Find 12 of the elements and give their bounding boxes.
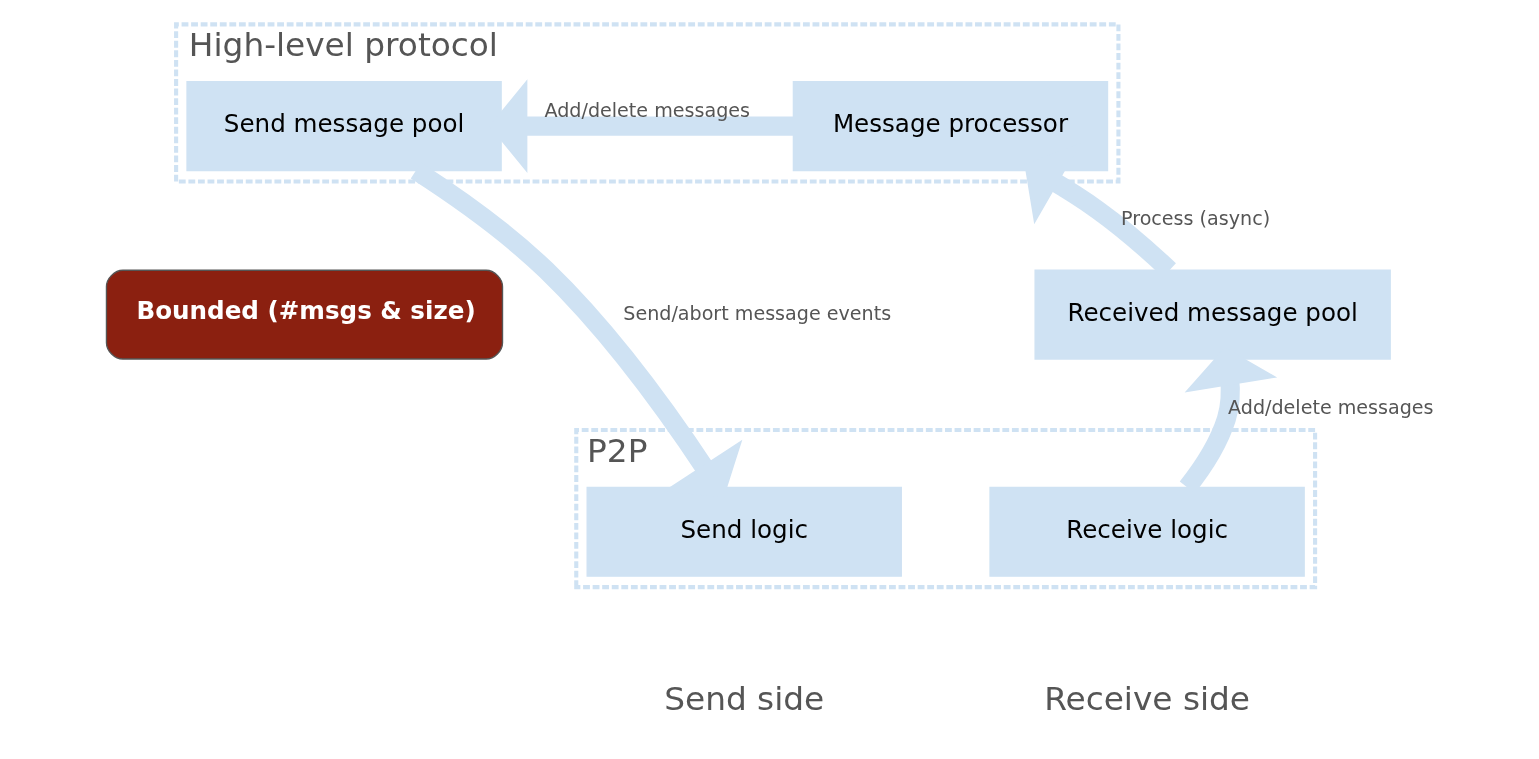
edge-label: Add/delete messages (1228, 395, 1434, 419)
node-box: Received message pool (1034, 269, 1391, 360)
node-box: Receive logic (989, 486, 1305, 577)
node-box: Message processor (792, 81, 1109, 172)
label: Send side (664, 679, 825, 718)
edge-label: Process (async) (1121, 207, 1271, 231)
node-box: Send message pool (186, 81, 502, 172)
edge-label: Send/abort message events (623, 301, 892, 325)
label: Receive side (1044, 679, 1251, 718)
edge-label: Add/delete messages (544, 98, 751, 122)
node-box: Bounded (#msgs & size) (105, 269, 504, 360)
node-box: Send logic (586, 486, 902, 577)
